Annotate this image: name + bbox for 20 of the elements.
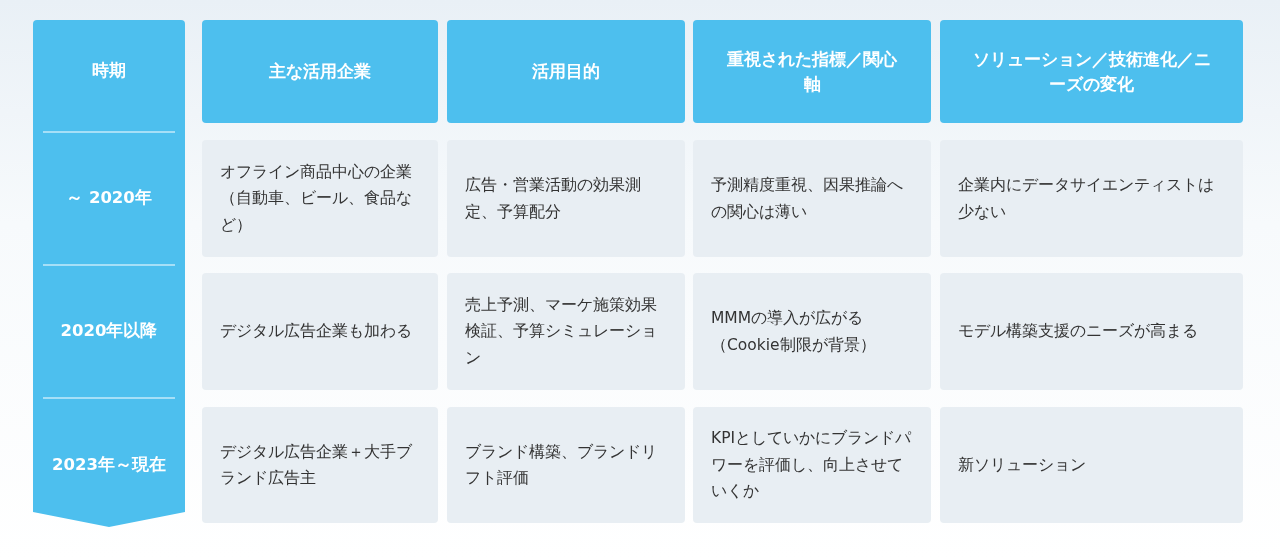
data-cell: モデル構築支援のニーズが高まる <box>940 273 1243 390</box>
data-cell: 売上予測、マーケ施策効果検証、予算シミュレーション <box>447 273 685 390</box>
data-cell: ブランド構築、ブランドリフト評価 <box>447 407 685 523</box>
period-label: 2020年以降 <box>59 320 159 343</box>
column-header: 重視された指標／関心軸 <box>693 20 931 123</box>
period-label: 時期 <box>91 60 127 83</box>
data-cell: KPIとしていかにブランドパワーを評価し、向上させていくか <box>693 407 931 523</box>
column-header: 活用目的 <box>447 20 685 123</box>
data-cell: デジタル広告企業＋大手ブランド広告主 <box>202 407 438 523</box>
data-cell: 広告・営業活動の効果測定、予算配分 <box>447 140 685 257</box>
data-cell: デジタル広告企業も加わる <box>202 273 438 390</box>
data-cell: 企業内にデータサイエンティストは少ない <box>940 140 1243 257</box>
data-cell: オフライン商品中心の企業（自動車、ビール、食品など） <box>202 140 438 257</box>
column-header: 主な活用企業 <box>202 20 438 123</box>
data-cell: MMMの導入が広がる（Cookie制限が背景） <box>693 273 931 390</box>
data-cell: 新ソリューション <box>940 407 1243 523</box>
period-label: ～ 2020年 <box>65 187 153 210</box>
column-header: ソリューション／技術進化／ニーズの変化 <box>940 20 1243 123</box>
period-label: 2023年～現在 <box>51 453 167 476</box>
data-cell: 予測精度重視、因果推論への関心は薄い <box>693 140 931 257</box>
